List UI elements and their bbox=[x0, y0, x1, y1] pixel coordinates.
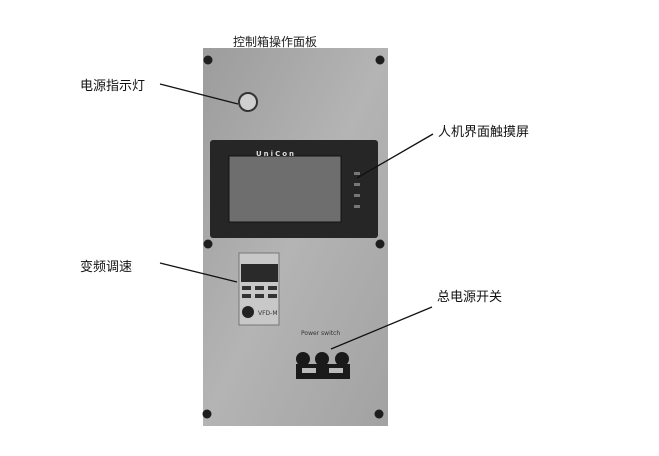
screw-icons bbox=[202, 55, 385, 419]
vfd-keys bbox=[242, 286, 277, 298]
switch-label: Power switch bbox=[301, 330, 341, 337]
vfd-display bbox=[241, 264, 278, 282]
screen-brand: UniCon bbox=[256, 150, 296, 158]
power-indicator-light bbox=[238, 92, 258, 112]
callout-touch-screen: 人机界面触摸屏 bbox=[438, 125, 530, 140]
screw-icon bbox=[375, 55, 385, 65]
vfd-model: VFD-M bbox=[258, 310, 278, 317]
callout-lines bbox=[159, 83, 434, 350]
screw-icon bbox=[203, 239, 213, 249]
callout-power-indicator: 电源指示灯 bbox=[80, 79, 146, 94]
vfd-knob bbox=[242, 306, 254, 318]
main-power-switch bbox=[296, 352, 350, 379]
screw-icon bbox=[374, 409, 384, 419]
screen-side-buttons bbox=[354, 172, 360, 208]
callout-main-power-switch: 总电源开关 bbox=[437, 290, 503, 305]
figure-title: 控制箱操作面板 bbox=[233, 35, 318, 49]
screw-icon bbox=[203, 55, 213, 65]
touch-screen-display bbox=[228, 155, 342, 223]
screw-icon bbox=[202, 409, 212, 419]
screw-icon bbox=[375, 239, 385, 249]
callout-vfd-speed: 变频调速 bbox=[80, 260, 133, 275]
